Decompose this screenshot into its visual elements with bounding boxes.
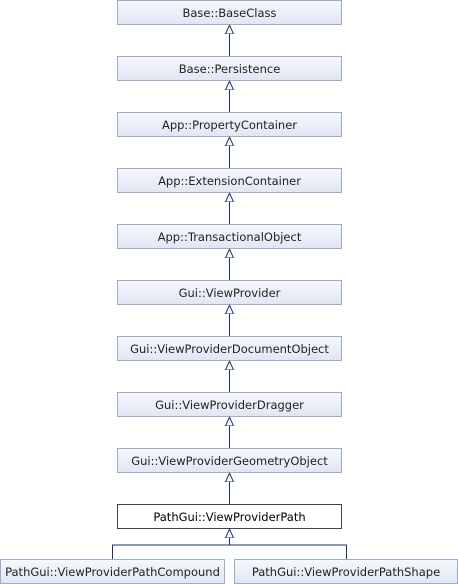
node-app-propertycontainer[interactable]: App::PropertyContainer [117,112,342,137]
node-gui-viewprovidergeometryobject[interactable]: Gui::ViewProviderGeometryObject [117,448,342,473]
edge-shape-path [229,544,347,559]
edge-compound-path [112,529,230,559]
node-app-extensioncontainer[interactable]: App::ExtensionContainer [117,168,342,193]
node-gui-viewproviderdragger[interactable]: Gui::ViewProviderDragger [117,392,342,417]
node-pathgui-viewproviderpathcompound[interactable]: PathGui::ViewProviderPathCompound [0,559,225,584]
node-base-persistence[interactable]: Base::Persistence [117,56,342,81]
node-gui-viewproviderdocumentobject[interactable]: Gui::ViewProviderDocumentObject [117,336,342,361]
node-pathgui-viewproviderpathshape[interactable]: PathGui::ViewProviderPathShape [234,559,458,584]
node-app-transactionalobject[interactable]: App::TransactionalObject [117,224,342,249]
node-gui-viewprovider[interactable]: Gui::ViewProvider [117,280,342,305]
node-pathgui-viewproviderpath: PathGui::ViewProviderPath [117,504,342,529]
node-base-baseclass[interactable]: Base::BaseClass [117,0,342,25]
